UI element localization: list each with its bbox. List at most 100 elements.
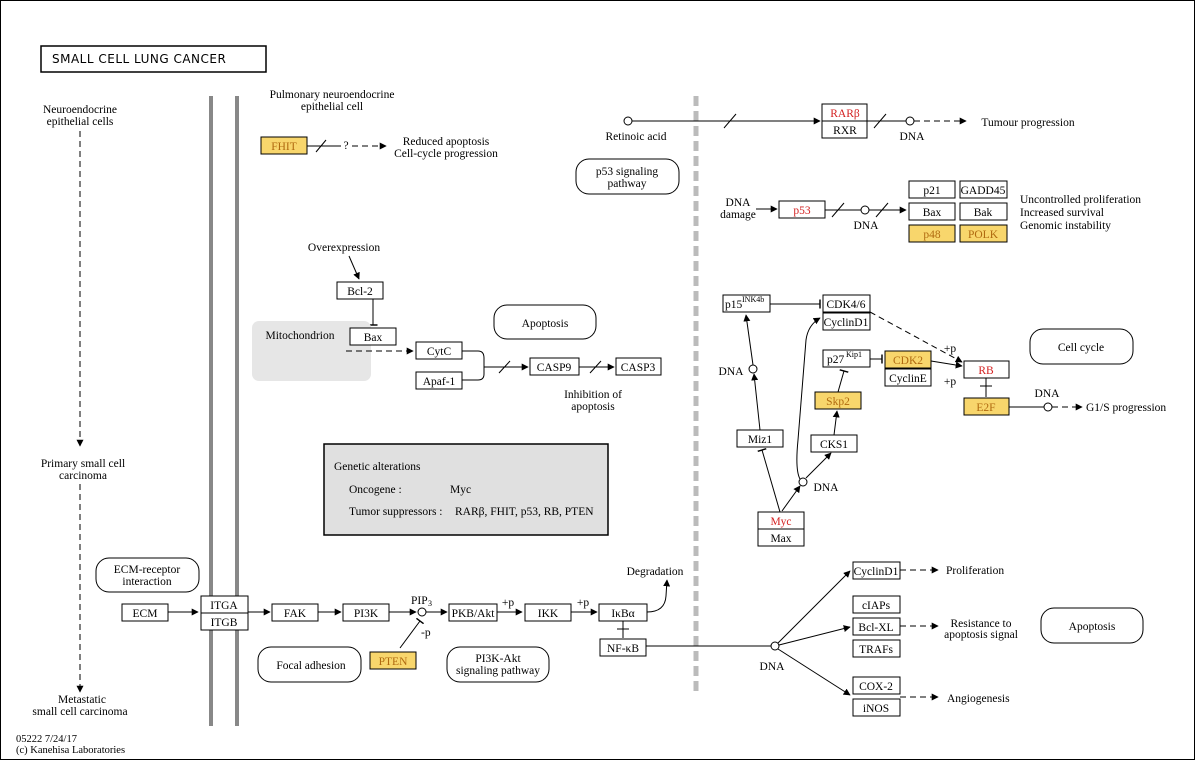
overexpression-arrow xyxy=(348,255,360,280)
pathway-ecm[interactable]: ECM-receptor interaction xyxy=(95,557,200,593)
gene-bak[interactable]: Bak xyxy=(959,202,1008,221)
gene-bax-2-label: Bax xyxy=(923,207,942,219)
pathway-pi3k[interactable]: PI3K-Akt signaling pathway xyxy=(446,646,550,683)
gene-cox2[interactable]: COX-2 xyxy=(852,676,901,695)
p53-targets-break xyxy=(875,202,889,218)
pathway-apoptosis-1[interactable]: Apoptosis xyxy=(493,304,597,340)
gene-ecm[interactable]: ECM xyxy=(121,603,169,622)
gene-ikba[interactable]: IκBα xyxy=(598,603,648,622)
page-title: SMALL CELL LUNG CANCER xyxy=(52,52,226,66)
gene-casp3[interactable]: CASP3 xyxy=(615,357,662,376)
gene-bclxl[interactable]: Bcl-XL xyxy=(852,617,901,636)
gene-casp9-label: CASP9 xyxy=(537,362,572,374)
plus-p-ikba: +p xyxy=(577,597,589,609)
apoptosome-break xyxy=(498,360,511,374)
gene-max[interactable]: Max xyxy=(757,528,805,547)
pathway-p53[interactable]: p53 signaling pathway xyxy=(575,158,680,195)
cdk2-rb xyxy=(930,360,963,369)
gene-pkbakt-label: PKB/Akt xyxy=(452,608,496,620)
gene-casp9[interactable]: CASP9 xyxy=(529,357,580,376)
nfkb-dna-label: DNA xyxy=(760,661,786,673)
gene-nfkb[interactable]: NF-κB xyxy=(599,638,647,657)
gene-p21[interactable]: p21 xyxy=(908,180,956,199)
miz1-dna xyxy=(751,373,761,431)
dna-cks1 xyxy=(805,452,832,479)
gene-bcl2-label: Bcl-2 xyxy=(347,286,373,298)
pathway-focal[interactable]: Focal adhesion xyxy=(257,646,362,683)
gene-cytc[interactable]: CytC xyxy=(415,341,463,360)
pathway-apoptosis-2[interactable]: Apoptosis xyxy=(1040,607,1144,644)
gene-ciaps[interactable]: cIAPs xyxy=(852,595,901,614)
gene-bcl2[interactable]: Bcl-2 xyxy=(336,281,384,300)
gene-p48[interactable]: p48 xyxy=(908,224,956,243)
gene-miz1[interactable]: Miz1 xyxy=(736,429,784,448)
dna-damage-label-1: DNA xyxy=(726,197,752,209)
gene-bax-2[interactable]: Bax xyxy=(908,202,956,221)
inhibition-label-2: apoptosis xyxy=(571,401,615,413)
gene-cyclind1-b[interactable]: CyclinD1 xyxy=(852,561,901,580)
pip3-sub: 3 xyxy=(428,599,432,608)
resistance-label-1: Resistance to xyxy=(951,618,1012,630)
gene-rarb-label: RARβ xyxy=(830,108,860,120)
gene-cycline[interactable]: CyclinE xyxy=(884,368,932,387)
gene-e2f-label: E2F xyxy=(976,402,995,414)
gene-rxr[interactable]: RXR xyxy=(821,120,868,139)
gene-p53[interactable]: p53 xyxy=(778,200,826,219)
gene-pten[interactable]: PTEN xyxy=(369,651,417,670)
gene-cdk46[interactable]: CDK4/6 xyxy=(822,294,871,313)
dna-angio xyxy=(777,648,851,696)
gene-p15[interactable]: p15 INK4b xyxy=(722,294,771,313)
gene-p27-sup: Kip1 xyxy=(846,350,862,359)
gene-bak-label: Bak xyxy=(974,207,993,219)
gene-polk[interactable]: POLK xyxy=(959,224,1008,243)
gene-skp2[interactable]: Skp2 xyxy=(814,391,862,410)
cdk46-rb-dash xyxy=(869,311,963,363)
gene-bax-1[interactable]: Bax xyxy=(349,327,397,346)
gene-cdk2[interactable]: CDK2 xyxy=(884,350,932,369)
gene-p27[interactable]: p27 Kip1 xyxy=(822,349,871,368)
pulmonary-label-1: Pulmonary neuroendocrine xyxy=(270,89,395,101)
pathway-focal-label: Focal adhesion xyxy=(276,660,346,672)
footer-version: 05222 7/24/17 xyxy=(16,734,77,745)
gene-apaf1[interactable]: Apaf-1 xyxy=(415,371,463,390)
gene-ciaps-label: cIAPs xyxy=(862,600,891,612)
gene-pten-label: PTEN xyxy=(379,656,408,668)
apoptosome-bracket xyxy=(462,350,485,381)
gene-myc[interactable]: Myc xyxy=(757,511,805,530)
gene-cks1[interactable]: CKS1 xyxy=(810,434,858,453)
gene-miz1-label: Miz1 xyxy=(748,434,773,446)
gene-trafs[interactable]: TRAFs xyxy=(852,639,901,658)
retinoic-label: Retinoic acid xyxy=(606,131,667,143)
gene-casp3-label: CASP3 xyxy=(621,362,656,374)
gene-itgb[interactable]: ITGB xyxy=(200,612,249,631)
degradation-label: Degradation xyxy=(627,566,684,578)
gene-ikk-label: IKK xyxy=(538,608,559,620)
gene-e2f[interactable]: E2F xyxy=(963,397,1010,416)
gene-trafs-label: TRAFs xyxy=(859,644,893,656)
gene-ikk[interactable]: IKK xyxy=(524,603,572,622)
pulmonary-label-2: epithelial cell xyxy=(301,101,363,113)
gene-fak[interactable]: FAK xyxy=(271,603,319,622)
gene-pkbakt[interactable]: PKB/Akt xyxy=(448,603,498,622)
gene-fhit[interactable]: FHIT xyxy=(260,136,308,155)
gene-rarb[interactable]: RARβ xyxy=(821,103,868,122)
myc-inhibit-miz1 xyxy=(757,448,781,513)
gene-rb-label: RB xyxy=(978,365,994,377)
e2f-dna-node xyxy=(1043,402,1053,412)
gene-fak-label: FAK xyxy=(284,608,307,620)
gene-rb[interactable]: RB xyxy=(963,360,1010,379)
gene-pi3k[interactable]: PI3K xyxy=(342,603,390,622)
genetic-title: Genetic alterations xyxy=(334,461,421,473)
gene-itga[interactable]: ITGA xyxy=(200,595,249,614)
ikba-degradation xyxy=(646,579,671,613)
suppressor-value: RARβ, FHIT, p53, RB, PTEN xyxy=(455,506,594,518)
gene-inos[interactable]: iNOS xyxy=(852,698,901,717)
gene-p53-label: p53 xyxy=(793,205,811,217)
gene-cytc-label: CytC xyxy=(427,346,452,358)
gene-itgb-label: ITGB xyxy=(211,617,238,629)
stage-metastatic-1: Metastatic xyxy=(58,694,106,706)
gene-gadd45[interactable]: GADD45 xyxy=(959,180,1008,199)
pathway-cellcycle[interactable]: Cell cycle xyxy=(1029,328,1134,365)
gene-cyclind1-a[interactable]: CyclinD1 xyxy=(822,312,871,331)
gene-skp2-label: Skp2 xyxy=(826,396,850,408)
